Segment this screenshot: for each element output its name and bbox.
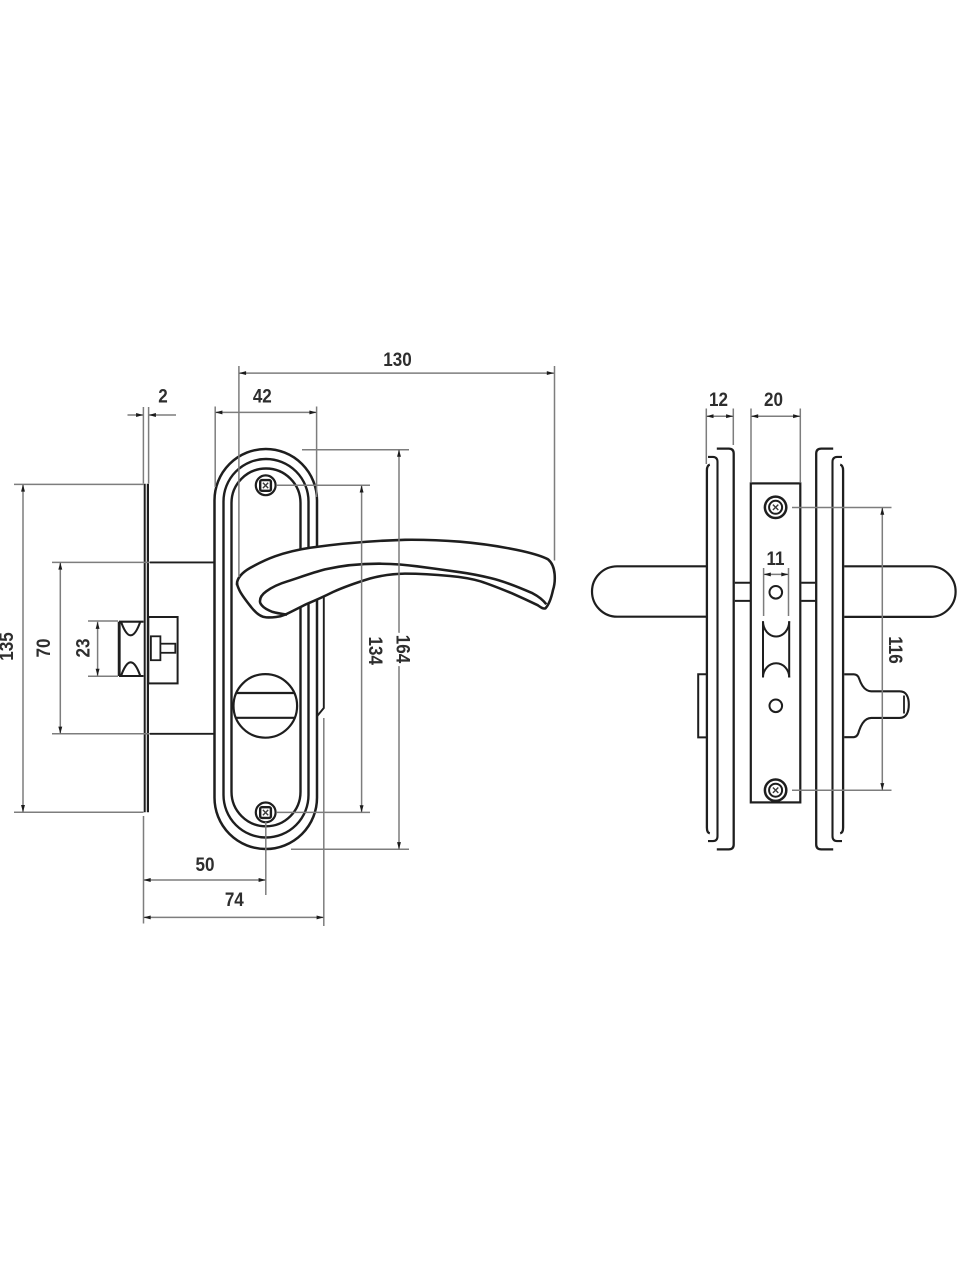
svg-text:135: 135 (0, 632, 17, 660)
svg-text:50: 50 (196, 853, 215, 875)
svg-text:116: 116 (885, 636, 907, 663)
svg-text:74: 74 (225, 888, 245, 910)
svg-text:70: 70 (32, 639, 54, 658)
svg-text:42: 42 (253, 384, 272, 406)
svg-text:23: 23 (71, 639, 93, 658)
svg-text:12: 12 (709, 388, 728, 410)
svg-text:134: 134 (365, 636, 387, 665)
svg-text:11: 11 (766, 547, 784, 569)
svg-text:130: 130 (383, 348, 411, 370)
svg-text:2: 2 (158, 384, 167, 406)
svg-text:164: 164 (392, 635, 414, 664)
svg-text:20: 20 (764, 388, 783, 410)
